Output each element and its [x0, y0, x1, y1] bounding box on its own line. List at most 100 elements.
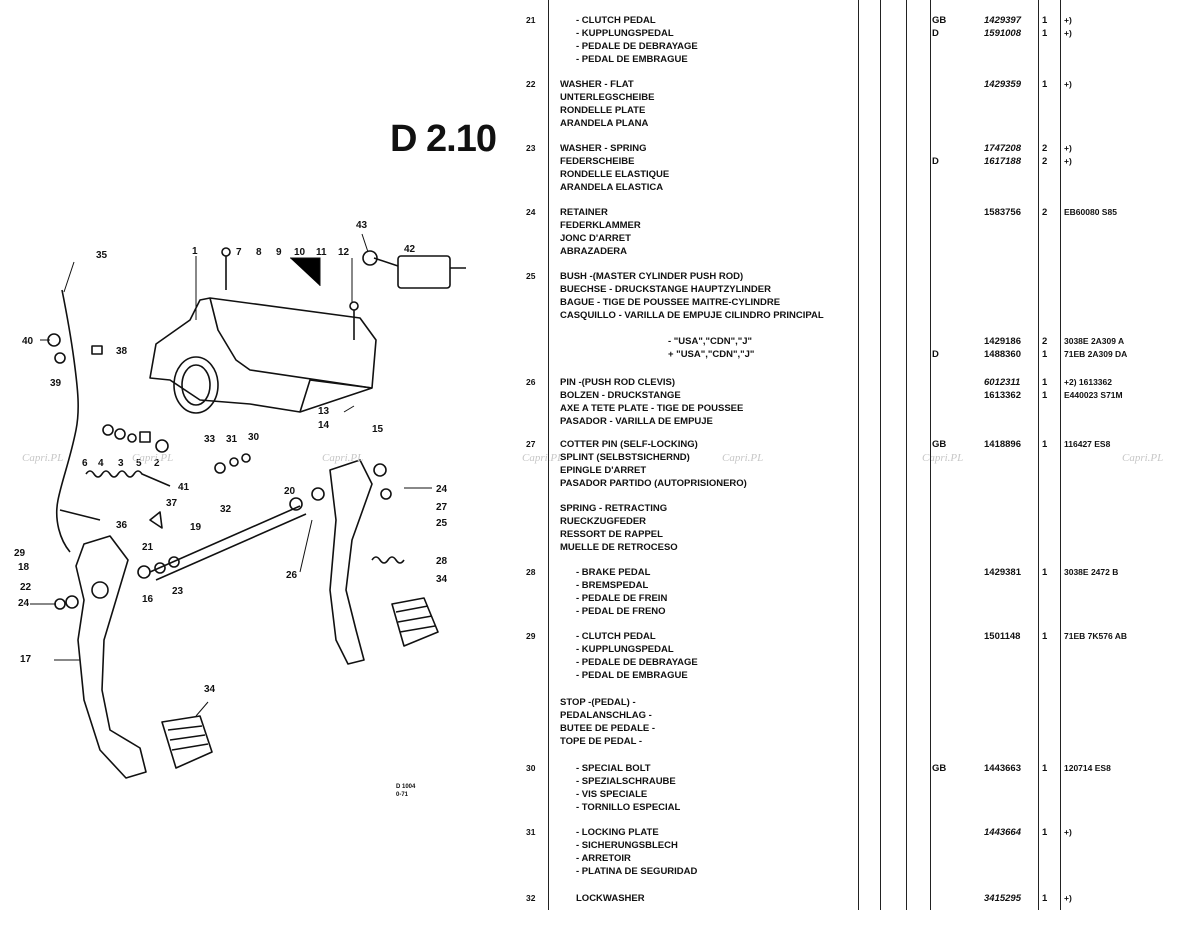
quantity: 1 [1042, 79, 1048, 90]
description-line: RUECKZUGFEDER [560, 516, 647, 527]
callout-14: 14 [318, 420, 330, 431]
callout-27: 27 [436, 502, 448, 513]
quantity: 1 [1042, 763, 1048, 774]
column-rule [1060, 0, 1061, 910]
callout-19: 19 [190, 522, 202, 533]
quantity: 1 [1042, 893, 1048, 904]
callout-40: 40 [22, 336, 34, 347]
quantity: 1 [1042, 377, 1048, 388]
table-row: 28- BRAKE PEDAL- BREMSPEDAL- PEDALE DE F… [520, 566, 1200, 626]
table-row: 27 COTTER PIN (SELF-LOCKING) SPLINT (SELBS… [520, 438, 1200, 498]
description-line: - PEDAL DE EMBRAGUE [576, 54, 688, 65]
watermark: Capri.PL [522, 452, 564, 464]
variant-label: + "USA","CDN","J" [668, 349, 755, 360]
callout-43: 43 [356, 220, 368, 231]
callout-41: 41 [178, 482, 190, 493]
callout-15: 15 [372, 424, 384, 435]
callout-1: 1 [192, 246, 198, 257]
callout-6: 6 [82, 458, 88, 469]
column-rule [548, 0, 549, 910]
watermark: Capri.PL [22, 452, 64, 464]
callout-11: 11 [316, 247, 327, 258]
quantity: 1 [1042, 28, 1048, 39]
description-line: ABRAZADERA [560, 246, 628, 257]
callout-36: 36 [116, 520, 128, 531]
description-line: UNTERLEGSCHEIBE [560, 92, 655, 103]
description-line: - KUPPLUNGSPEDAL [576, 644, 674, 655]
callout-12: 12 [338, 247, 350, 258]
description-line: - CLUTCH PEDAL [576, 631, 656, 642]
callout-20: 20 [284, 486, 296, 497]
callout-18: 18 [18, 562, 30, 573]
description-line: RONDELLE ELASTIQUE [560, 169, 670, 180]
callout-24: 24 [18, 598, 30, 609]
description-line: BUECHSE - DRUCKSTANGE HAUPTZYLINDER [560, 284, 771, 295]
quantity: 1 [1042, 631, 1048, 642]
description-line: SPLINT (SELBSTSICHERND) [560, 452, 690, 463]
callout-39: 39 [50, 378, 62, 389]
callout-2: 2 [154, 458, 160, 469]
remarks: +) [1064, 15, 1072, 25]
description-line: RESSORT DE RAPPEL [560, 529, 663, 540]
callout-30: 30 [248, 432, 260, 443]
description-line: LOCKWASHER [576, 893, 645, 904]
quantity: 2 [1042, 336, 1048, 347]
remarks: 120714 ES8 [1064, 763, 1111, 773]
country-code: GB [932, 439, 947, 450]
diagram-ref-code: D 1004 [396, 784, 416, 790]
item-number: 27 [526, 439, 536, 449]
description-line: FEDERSCHEIBE [560, 156, 635, 167]
description-line: AXE A TETE PLATE - TIGE DE POUSSEE [560, 403, 744, 414]
part-number: 1591008 [984, 28, 1021, 39]
description-line: - SICHERUNGSBLECH [576, 840, 678, 851]
description-line: - LOCKING PLATE [576, 827, 659, 838]
description-line: PASADOR - VARILLA DE EMPUJE [560, 416, 713, 427]
description-line: - PLATINA DE SEGURIDAD [576, 866, 698, 877]
description-line: WASHER - FLAT [560, 79, 634, 90]
column-rule [930, 0, 931, 910]
watermark: Capri.PL [722, 452, 764, 464]
quantity: 2 [1042, 156, 1048, 167]
callout-42: 42 [404, 244, 416, 255]
callout-10: 10 [294, 247, 306, 258]
description-line: - CLUTCH PEDAL [576, 15, 656, 26]
country-code: GB [932, 15, 947, 26]
item-number: 22 [526, 79, 536, 89]
variant-label: - "USA","CDN","J" [668, 336, 753, 347]
column-rule [906, 0, 907, 910]
callout-37: 37 [166, 498, 178, 509]
part-number: 1443664 [984, 827, 1021, 838]
callout-33: 33 [204, 434, 216, 445]
callout-35: 35 [96, 250, 108, 261]
part-number: 1429397 [984, 15, 1021, 26]
remarks: 3038E 2472 B [1064, 567, 1119, 577]
description-line: BOLZEN - DRUCKSTANGE [560, 390, 681, 401]
description-line: RETAINER [560, 207, 608, 218]
callout-28: 28 [436, 556, 448, 567]
country-code: GB [932, 763, 947, 774]
table-row: 30- SPECIAL BOLT- SPEZIALSCHRAUBE- VIS S… [520, 762, 1200, 822]
part-number: 1617188 [984, 156, 1021, 167]
callout-4: 4 [98, 458, 104, 469]
quantity: 2 [1042, 143, 1048, 154]
watermark: Capri.PL [922, 452, 964, 464]
description-line: CASQUILLO - VARILLA DE EMPUJE CILINDRO P… [560, 310, 824, 321]
callout-23: 23 [172, 586, 184, 597]
callout-31: 31 [226, 434, 238, 445]
callout-34-left: 34 [204, 684, 216, 695]
remarks: E440023 S71M [1064, 390, 1123, 400]
description-line: COTTER PIN (SELF-LOCKING) [560, 439, 698, 450]
description-line: JONC D'ARRET [560, 233, 631, 244]
part-number: 1583756 [984, 207, 1021, 218]
description-line: STOP -(PEDAL) - [560, 697, 636, 708]
watermark: Capri.PL [1122, 452, 1164, 464]
description-line: - BRAKE PEDAL [576, 567, 651, 578]
callout-25: 25 [436, 518, 448, 529]
description-line: TOPE DE PEDAL - [560, 736, 642, 747]
description-line: MUELLE DE RETROCESO [560, 542, 678, 553]
callout-5: 5 [136, 458, 142, 469]
